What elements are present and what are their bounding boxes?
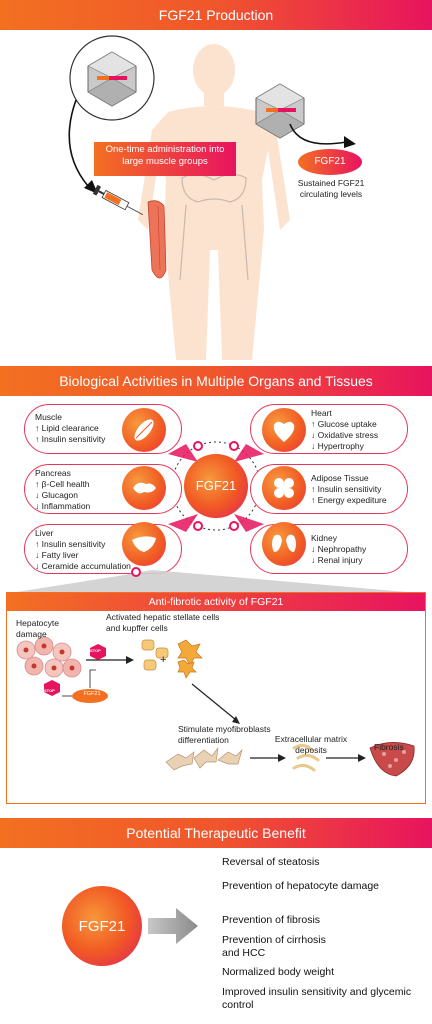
organ-effect: ↑ Insulin sensitivity xyxy=(35,539,106,549)
banner-biological-activities: Biological Activities in Multiple Organs… xyxy=(0,366,432,396)
organ-effect: ↓ Oxidative stress xyxy=(311,430,379,440)
callout-text: One-time administration into large muscl… xyxy=(105,144,225,167)
thigh-muscle-icon xyxy=(147,200,167,279)
hepatocyte-damage-label: Hepatocyte damage xyxy=(16,618,59,639)
benefit-illustration xyxy=(62,886,198,966)
organ-effect: ↓ Hypertrophy xyxy=(311,441,364,451)
organ-effect: ↑ Lipid clearance xyxy=(35,423,99,433)
antifibrotic-illustration xyxy=(16,636,415,777)
sustained-levels-text: Sustained FGF21 circulating levels xyxy=(297,178,365,199)
antifibrotic-title: Anti-fibrotic activity of FGF21 xyxy=(7,593,425,611)
fgf21-small-pill xyxy=(72,689,108,703)
skeleton-icon xyxy=(179,173,249,281)
organ-effect: ↓ Ceramide accumulation xyxy=(35,561,131,571)
stop-label: STOP xyxy=(44,688,55,693)
banner-fgf21-production: FGF21 Production xyxy=(0,0,432,30)
organ-effect: ↑ Energy expediture xyxy=(311,495,387,505)
stellate-cells-icon xyxy=(141,639,169,671)
adipose-icon xyxy=(262,466,306,510)
organ-effect: ↓ Glucagon xyxy=(35,490,78,500)
organ-effect: ↓ Inflammation xyxy=(35,501,91,511)
benefit-item: Normalized body weight xyxy=(222,966,335,978)
aav-vector-icon-secondary xyxy=(255,83,305,139)
organ-effect: ↑ β-Cell health xyxy=(35,479,90,489)
organ-effect: ↓ Fatty liver xyxy=(35,550,79,560)
organ-name: Pancreas xyxy=(35,468,71,478)
banner-therapeutic-benefit: Potential Therapeutic Benefit xyxy=(0,818,432,848)
plus-sign: + xyxy=(160,654,167,666)
ecm-label: Extracellular matrix deposits xyxy=(274,734,348,755)
section-title: FGF21 Production xyxy=(158,7,274,23)
arrow-icon xyxy=(191,683,237,721)
hepatocyte-cells-icon xyxy=(16,636,82,678)
production-illustration xyxy=(68,35,362,360)
fgf21-big-circle xyxy=(62,886,142,966)
benefit-item: Reversal of steatosis xyxy=(222,856,320,868)
fibrotic-liver-icon xyxy=(369,742,415,777)
liver-icon xyxy=(122,522,166,566)
organ-effect: ↓ Nephropathy xyxy=(311,544,367,554)
aav-vector-icon xyxy=(69,35,155,121)
arrow-icon xyxy=(68,99,89,187)
myofibroblast-label: Stimulate myofibroblasts differentiation xyxy=(178,724,271,745)
organ-name: Heart xyxy=(311,408,332,418)
activated-cells-label: Activated hepatic stellate cells and kup… xyxy=(106,612,220,633)
center-fgf21-label: FGF21 xyxy=(195,478,237,493)
benefit-item: Prevention of hepatocyte damage xyxy=(222,880,380,892)
heart-icon xyxy=(262,408,306,452)
fgf21-center-circle xyxy=(184,454,248,518)
organ-effect: ↑ Insulin sensitivity xyxy=(35,434,106,444)
organ-name: Liver xyxy=(35,528,54,538)
organ-name: Muscle xyxy=(35,412,62,422)
syringe-icon xyxy=(92,184,144,216)
benefit-item: Improved insulin sensitivity and glycemi… xyxy=(222,986,412,1011)
myofibroblast-icon xyxy=(165,747,243,771)
section-title: Biological Activities in Multiple Organs… xyxy=(59,373,373,389)
pancreas-icon xyxy=(122,466,166,510)
kupffer-cells-icon xyxy=(177,639,203,679)
fgf21-pill xyxy=(298,149,362,175)
fgf21-pill-label: FGF21 xyxy=(314,156,346,167)
organ-name: Kidney xyxy=(311,533,337,543)
organ-effect: ↑ Glucose uptake xyxy=(311,419,377,429)
callout-box xyxy=(94,142,236,176)
organ-name: Adipose Tissue xyxy=(311,473,369,483)
arrow-right-icon xyxy=(148,908,198,944)
arrow-icon xyxy=(289,123,347,145)
benefit-item: Prevention of fibrosis xyxy=(222,914,321,926)
organ-effect: ↑ Insulin sensitivity xyxy=(311,484,382,494)
fgf21-big-label: FGF21 xyxy=(78,918,126,935)
zoom-wedge xyxy=(4,567,430,594)
fibrosis-label: Fibrosis xyxy=(374,742,404,752)
stop-label: STOP xyxy=(90,648,101,653)
benefit-item: Prevention of cirrhosis and HCC xyxy=(222,934,326,959)
muscle-icon xyxy=(122,408,166,452)
section-title: Potential Therapeutic Benefit xyxy=(126,825,306,841)
ecm-fibers-icon xyxy=(292,743,320,772)
organ-effect: ↓ Renal injury xyxy=(311,555,363,565)
kidney-icon xyxy=(262,522,306,566)
stop-sign-icon xyxy=(44,644,106,696)
fgf21-small-label: FGF21 xyxy=(83,691,101,697)
